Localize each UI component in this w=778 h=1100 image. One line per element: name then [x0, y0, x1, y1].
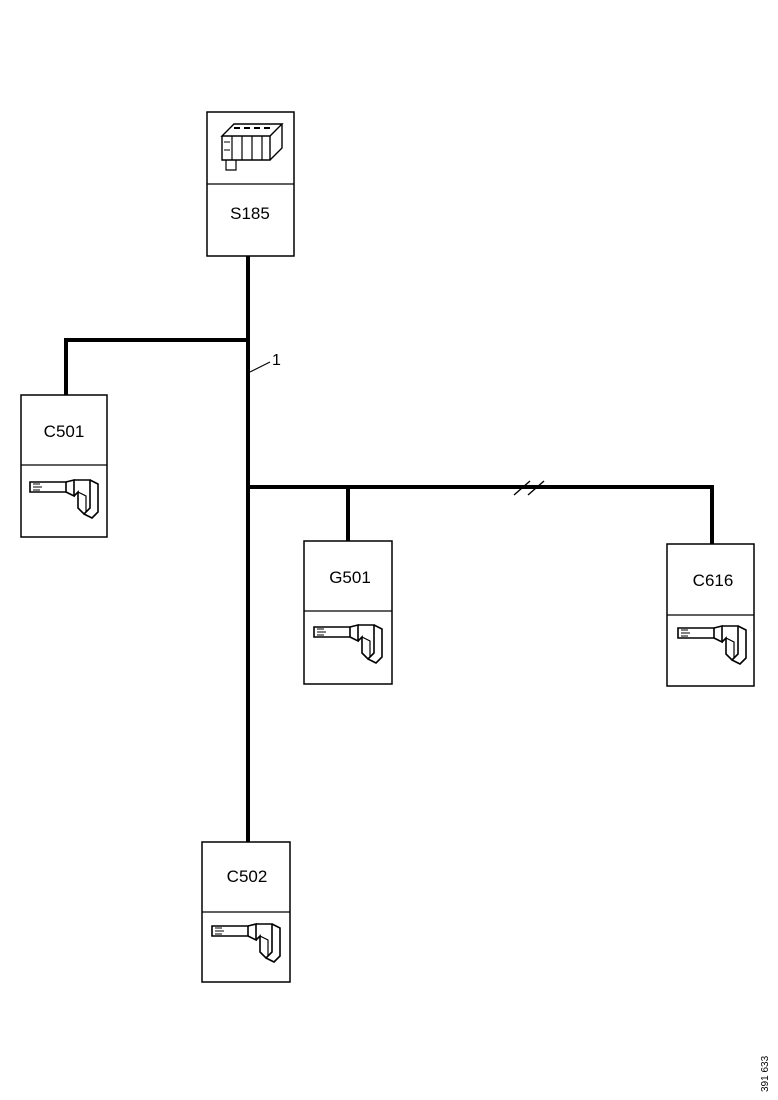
connector-c502-label: C502 — [227, 867, 268, 886]
wire-break-mark — [513, 480, 545, 496]
connector-c616-label: C616 — [693, 571, 734, 590]
connector-s185: S185 — [206, 111, 295, 257]
connector-c501-label: C501 — [44, 422, 85, 441]
connector-c502: C502 — [201, 841, 291, 983]
relay-block-icon — [220, 123, 284, 171]
wire-label-group: 1 — [249, 352, 281, 373]
connector-g501: G501 — [303, 540, 393, 685]
wire-label: 1 — [272, 352, 281, 369]
document-id: 391 633 — [760, 1055, 771, 1092]
connector-s185-label: S185 — [230, 204, 270, 223]
harness-wires — [64, 254, 714, 844]
connector-c501: C501 — [20, 394, 108, 538]
wire-label-leader — [249, 361, 271, 373]
branch-wire-c501 — [64, 338, 250, 397]
connector-c616: C616 — [666, 543, 755, 687]
connector-g501-label: G501 — [329, 568, 371, 587]
